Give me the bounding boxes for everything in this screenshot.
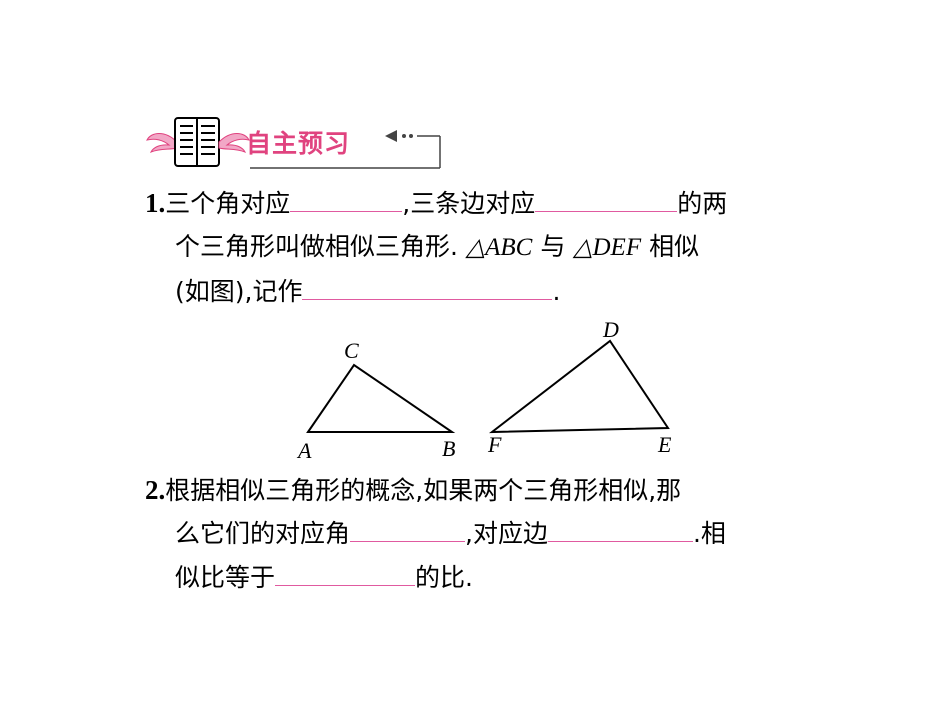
q1-text-b: ,三条边对应	[402, 189, 536, 218]
q2-line3: 似比等于 的比.	[175, 563, 473, 593]
q1-blank-angles[interactable]	[290, 189, 403, 212]
q1-line3: (如图),记作.	[175, 277, 560, 307]
q2-line1: 2.根据相似三角形的概念,如果两个三角形相似,那	[145, 475, 681, 506]
right-wing-icon	[218, 133, 250, 153]
q2-blank-angles[interactable]	[350, 519, 466, 542]
vertex-e-label: E	[657, 432, 672, 457]
q2-blank-ratio[interactable]	[275, 563, 416, 586]
q1-line2: 个三角形叫做相似三角形. △ABC 与 △DEF 相似	[175, 232, 699, 263]
left-wing-icon	[146, 133, 178, 153]
q2-number: 2.	[145, 475, 166, 505]
vertex-c-label: C	[344, 338, 359, 363]
q2-text-b: 么它们的对应角	[175, 519, 351, 548]
triangle-def-label: △DEF	[573, 234, 642, 261]
q2-text-a: 根据相似三角形的概念,如果两个三角形相似,那	[165, 476, 682, 505]
q2-text-e: 似比等于	[175, 563, 276, 592]
q1-blank-sides[interactable]	[535, 189, 678, 212]
q1-text-c: 的两	[677, 189, 728, 218]
q1-blank-notation[interactable]	[302, 277, 553, 300]
q1-text-g: (如图),记作	[175, 277, 303, 306]
q2-blank-sides[interactable]	[547, 519, 693, 542]
q1-text-h: .	[552, 277, 561, 306]
section-title: 自主预习	[246, 129, 351, 158]
q2-text-c: ,对应边	[465, 519, 548, 548]
q1-text-a: 三个角对应	[165, 189, 291, 218]
triangle-abc-label: △ABC	[465, 234, 533, 261]
q2-line2: 么它们的对应角 ,对应边 .相	[175, 519, 726, 549]
vertex-d-label: D	[602, 318, 619, 342]
q1-text-f: 相似	[649, 232, 700, 261]
triangle-def	[488, 339, 670, 434]
open-book-icon	[174, 117, 220, 167]
vertex-f-label: F	[487, 432, 502, 457]
vertex-a-label: A	[296, 438, 312, 463]
section-banner	[146, 117, 441, 169]
arrow-left-icon	[250, 130, 441, 169]
q1-text-d: 个三角形叫做相似三角形.	[175, 232, 458, 261]
triangles-figure: A B C D E F	[296, 318, 672, 463]
q1-number: 1.	[145, 188, 166, 218]
q1-text-e: 与	[540, 232, 566, 261]
triangle-abc	[306, 363, 456, 433]
q1-line1: 1.三个角对应 ,三条边对应 的两	[145, 188, 727, 219]
q2-text-d: .相	[692, 519, 726, 548]
vertex-b-label: B	[442, 436, 455, 461]
q2-text-f: 的比.	[415, 563, 473, 592]
